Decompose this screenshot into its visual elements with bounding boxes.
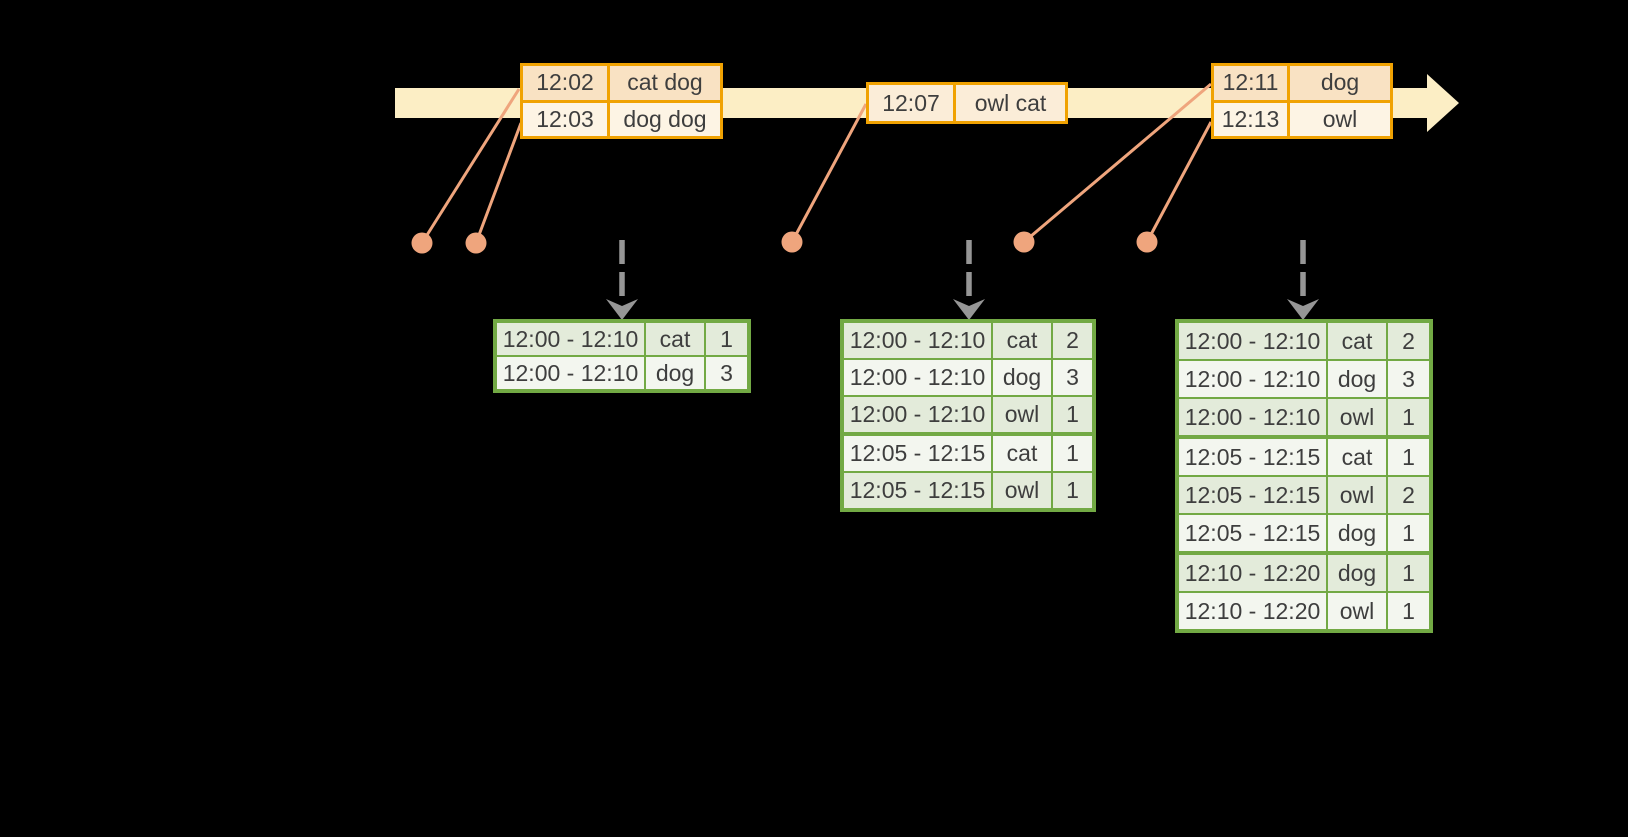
- word-cell: owl: [993, 473, 1053, 508]
- timeline-event-box-2: 12:07 owl cat: [866, 82, 1068, 124]
- word-cell: dog: [993, 360, 1053, 395]
- word-cell: cat: [1328, 439, 1388, 475]
- window-cell: 12:05 - 12:15: [844, 436, 993, 471]
- word-cell: dog: [1328, 555, 1388, 591]
- word-cell: dog: [1328, 515, 1388, 551]
- word-cell: owl: [1328, 593, 1388, 629]
- count-cell: 1: [706, 323, 747, 355]
- window-cell: 12:00 - 12:10: [844, 323, 993, 358]
- count-cell: 1: [1053, 397, 1092, 432]
- result-row: 12:00 - 12:10 owl 1: [1179, 397, 1429, 435]
- timeline-arrowhead-icon: [1427, 74, 1459, 132]
- window-cell: 12:10 - 12:20: [1179, 555, 1328, 591]
- window-cell: 12:00 - 12:10: [497, 357, 646, 389]
- result-row: 12:00 - 12:10 cat 1: [497, 323, 747, 355]
- event-words: cat dog: [610, 66, 720, 100]
- count-cell: 3: [706, 357, 747, 389]
- event-words: dog dog: [610, 102, 720, 136]
- trigger-arrowhead-icon: [953, 299, 985, 320]
- count-cell: 1: [1388, 593, 1429, 629]
- event-words: dog: [1290, 66, 1390, 100]
- result-row: 12:00 - 12:10 dog 3: [497, 355, 747, 389]
- window-cell: 12:00 - 12:10: [1179, 399, 1328, 435]
- window-cell: 12:10 - 12:20: [1179, 593, 1328, 629]
- event-row: 12:11 dog: [1214, 66, 1390, 100]
- result-row: 12:00 - 12:10 dog 3: [1179, 359, 1429, 397]
- window-cell: 12:00 - 12:10: [1179, 323, 1328, 359]
- result-row: 12:05 - 12:15 dog 1: [1179, 513, 1429, 551]
- trigger-arrowhead-icon: [1287, 299, 1319, 320]
- word-cell: owl: [1328, 399, 1388, 435]
- count-cell: 1: [1053, 436, 1092, 471]
- result-table-2: 12:00 - 12:10 cat 2 12:00 - 12:10 dog 3 …: [840, 319, 1096, 512]
- window-cell: 12:00 - 12:10: [497, 323, 646, 355]
- count-cell: 2: [1388, 323, 1429, 359]
- word-cell: dog: [1328, 361, 1388, 397]
- event-row: 12:03 dog dog: [523, 99, 720, 136]
- count-cell: 3: [1053, 360, 1092, 395]
- result-row: 12:05 - 12:15 cat 1: [844, 432, 1092, 471]
- event-connector-line: [790, 103, 868, 243]
- result-row: 12:05 - 12:15 owl 2: [1179, 475, 1429, 513]
- event-connector-line: [420, 88, 521, 244]
- event-marker-dot: [781, 231, 803, 253]
- event-row: 12:07 owl cat: [869, 85, 1065, 121]
- event-time: 12:13: [1214, 102, 1290, 136]
- event-time: 12:03: [523, 102, 610, 136]
- event-connector-line: [1145, 121, 1213, 243]
- event-connector-line: [1023, 82, 1212, 244]
- word-cell: owl: [993, 397, 1053, 432]
- event-row: 12:02 cat dog: [523, 66, 720, 100]
- word-cell: cat: [1328, 323, 1388, 359]
- timeline-event-box-1: 12:02 cat dog 12:03 dog dog: [520, 63, 723, 139]
- word-cell: owl: [1328, 477, 1388, 513]
- window-cell: 12:05 - 12:15: [1179, 439, 1328, 475]
- event-time: 12:11: [1214, 66, 1290, 100]
- event-marker-dot: [411, 232, 433, 254]
- count-cell: 1: [1053, 473, 1092, 508]
- event-marker-dot: [465, 232, 487, 254]
- count-cell: 1: [1388, 555, 1429, 591]
- window-cell: 12:05 - 12:15: [1179, 515, 1328, 551]
- word-cell: cat: [993, 436, 1053, 471]
- word-cell: cat: [646, 323, 706, 355]
- event-words: owl: [1290, 102, 1390, 136]
- window-cell: 12:00 - 12:10: [844, 397, 993, 432]
- result-row: 12:10 - 12:20 owl 1: [1179, 591, 1429, 629]
- word-cell: dog: [646, 357, 706, 389]
- word-cell: cat: [993, 323, 1053, 358]
- event-marker-dot: [1013, 231, 1035, 253]
- window-cell: 12:05 - 12:15: [844, 473, 993, 508]
- result-row: 12:00 - 12:10 cat 2: [844, 323, 1092, 358]
- count-cell: 1: [1388, 439, 1429, 475]
- event-marker-dot: [1136, 231, 1158, 253]
- window-cell: 12:00 - 12:10: [1179, 361, 1328, 397]
- count-cell: 1: [1388, 515, 1429, 551]
- result-row: 12:00 - 12:10 cat 2: [1179, 323, 1429, 359]
- result-row: 12:10 - 12:20 dog 1: [1179, 551, 1429, 591]
- count-cell: 1: [1388, 399, 1429, 435]
- event-row: 12:13 owl: [1214, 99, 1390, 136]
- event-time: 12:02: [523, 66, 610, 100]
- count-cell: 2: [1053, 323, 1092, 358]
- window-cell: 12:05 - 12:15: [1179, 477, 1328, 513]
- result-table-1: 12:00 - 12:10 cat 1 12:00 - 12:10 dog 3: [493, 319, 751, 393]
- event-time: 12:07: [869, 85, 956, 121]
- event-connector-line: [474, 122, 523, 244]
- count-cell: 3: [1388, 361, 1429, 397]
- result-row: 12:00 - 12:10 owl 1: [844, 395, 1092, 432]
- count-cell: 2: [1388, 477, 1429, 513]
- result-row: 12:05 - 12:15 cat 1: [1179, 435, 1429, 475]
- event-words: owl cat: [956, 85, 1065, 121]
- trigger-arrowhead-icon: [606, 299, 638, 320]
- window-cell: 12:00 - 12:10: [844, 360, 993, 395]
- result-row: 12:00 - 12:10 dog 3: [844, 358, 1092, 395]
- result-table-3: 12:00 - 12:10 cat 2 12:00 - 12:10 dog 3 …: [1175, 319, 1433, 633]
- result-row: 12:05 - 12:15 owl 1: [844, 471, 1092, 508]
- timeline-event-box-3: 12:11 dog 12:13 owl: [1211, 63, 1393, 139]
